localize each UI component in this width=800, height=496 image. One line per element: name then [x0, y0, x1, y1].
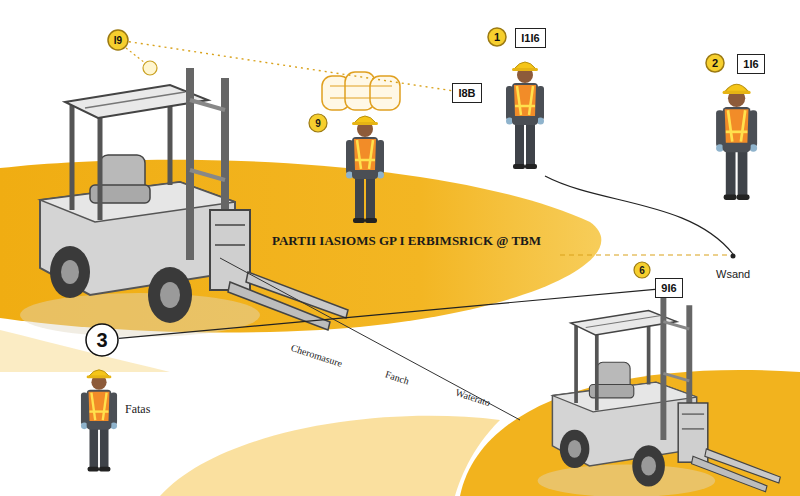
- node-text: 2: [712, 57, 718, 69]
- forklift: [538, 298, 781, 496]
- callout-circle: I9: [107, 29, 129, 51]
- dashed-line: [560, 254, 728, 255]
- callout-number: 3: [85, 323, 119, 357]
- circle-outline: [108, 30, 128, 50]
- marker-dot: [143, 61, 157, 75]
- callout-number: 6: [639, 265, 645, 276]
- leader-line: [220, 258, 520, 420]
- forklift: [20, 68, 348, 337]
- pallet-bubble: [322, 72, 400, 110]
- callout-number: 9: [315, 118, 321, 129]
- node-text: I1I6: [521, 32, 539, 44]
- bubble-line: [330, 98, 392, 99]
- circle-outline: [706, 54, 724, 72]
- node-text: 3: [96, 329, 107, 352]
- connector-line: [129, 42, 452, 91]
- node-text: 1: [494, 31, 500, 43]
- yellow-band: [160, 416, 500, 496]
- callout-dot: [309, 114, 327, 132]
- connector-line: [119, 289, 655, 338]
- worker: [716, 84, 757, 200]
- leader-end: [731, 254, 736, 259]
- dimension-text: Waterato: [454, 387, 491, 409]
- dimension-text: Fanch: [384, 368, 411, 386]
- node-text: I9: [114, 35, 122, 46]
- worker: [346, 116, 384, 223]
- worker: [506, 62, 544, 169]
- leader-curve: [545, 176, 733, 254]
- worker: [81, 370, 117, 472]
- callout-dot: [634, 262, 650, 278]
- tag-box: I1I6: [515, 28, 546, 48]
- node-text: I8B: [458, 87, 475, 99]
- bubble-line: [330, 86, 392, 87]
- node-text: 9I6: [661, 282, 676, 294]
- tag-box: 1I6: [737, 54, 765, 74]
- callout-circle: 1: [487, 27, 507, 47]
- callout-circle: 2: [705, 53, 725, 73]
- note-label: Fatas: [125, 402, 150, 417]
- banner-text: PARTII IASIOMS GP I ERBIMSRICK @ TBM: [272, 233, 541, 249]
- tag-box: I8B: [452, 83, 482, 103]
- note-label: Wsand: [716, 268, 750, 280]
- circle-outline: [86, 324, 118, 356]
- dimension-text: Cheromasure: [290, 342, 344, 369]
- leader-line: [126, 48, 145, 63]
- circle-outline: [488, 28, 506, 46]
- node-text: 1I6: [743, 58, 758, 70]
- tag-box: 9I6: [655, 278, 683, 298]
